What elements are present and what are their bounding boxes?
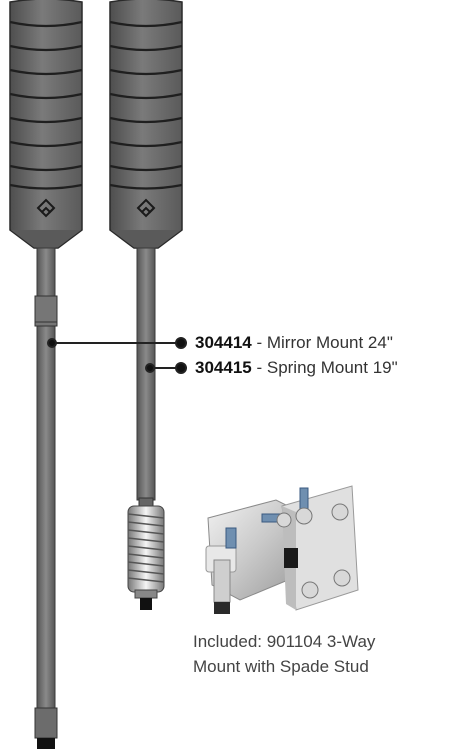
- part-number: 304414: [195, 333, 252, 352]
- callout-lines: [47, 337, 187, 374]
- bolt: [261, 512, 292, 528]
- part-callout-304415: 304415 - Spring Mount 19": [195, 358, 398, 378]
- part-description: - Mirror Mount 24": [256, 333, 393, 352]
- three-way-mount-bracket: [205, 485, 359, 614]
- caption-line: Mount with Spade Stud: [193, 657, 369, 676]
- antenna-spring: [127, 505, 165, 610]
- part-number: 304415: [195, 358, 252, 377]
- part-description: - Spring Mount 19": [256, 358, 398, 377]
- bolt: [295, 487, 313, 525]
- antenna-mast: [136, 247, 156, 501]
- antenna-rings: [9, 20, 83, 190]
- antenna-logo-icon: [36, 198, 56, 218]
- mirror-mount-antenna: [9, 0, 83, 749]
- antenna-head: [9, 0, 83, 249]
- antenna-logo-icon: [136, 198, 156, 218]
- spring-mount-antenna: [109, 0, 183, 610]
- antenna-rings: [109, 20, 183, 190]
- caption-line: Included: 901104 3-Way: [193, 632, 376, 651]
- included-mount-caption: Included: 901104 3-Way Mount with Spade …: [193, 629, 423, 679]
- part-callout-304414: 304414 - Mirror Mount 24": [195, 333, 393, 353]
- antenna-head: [109, 0, 183, 249]
